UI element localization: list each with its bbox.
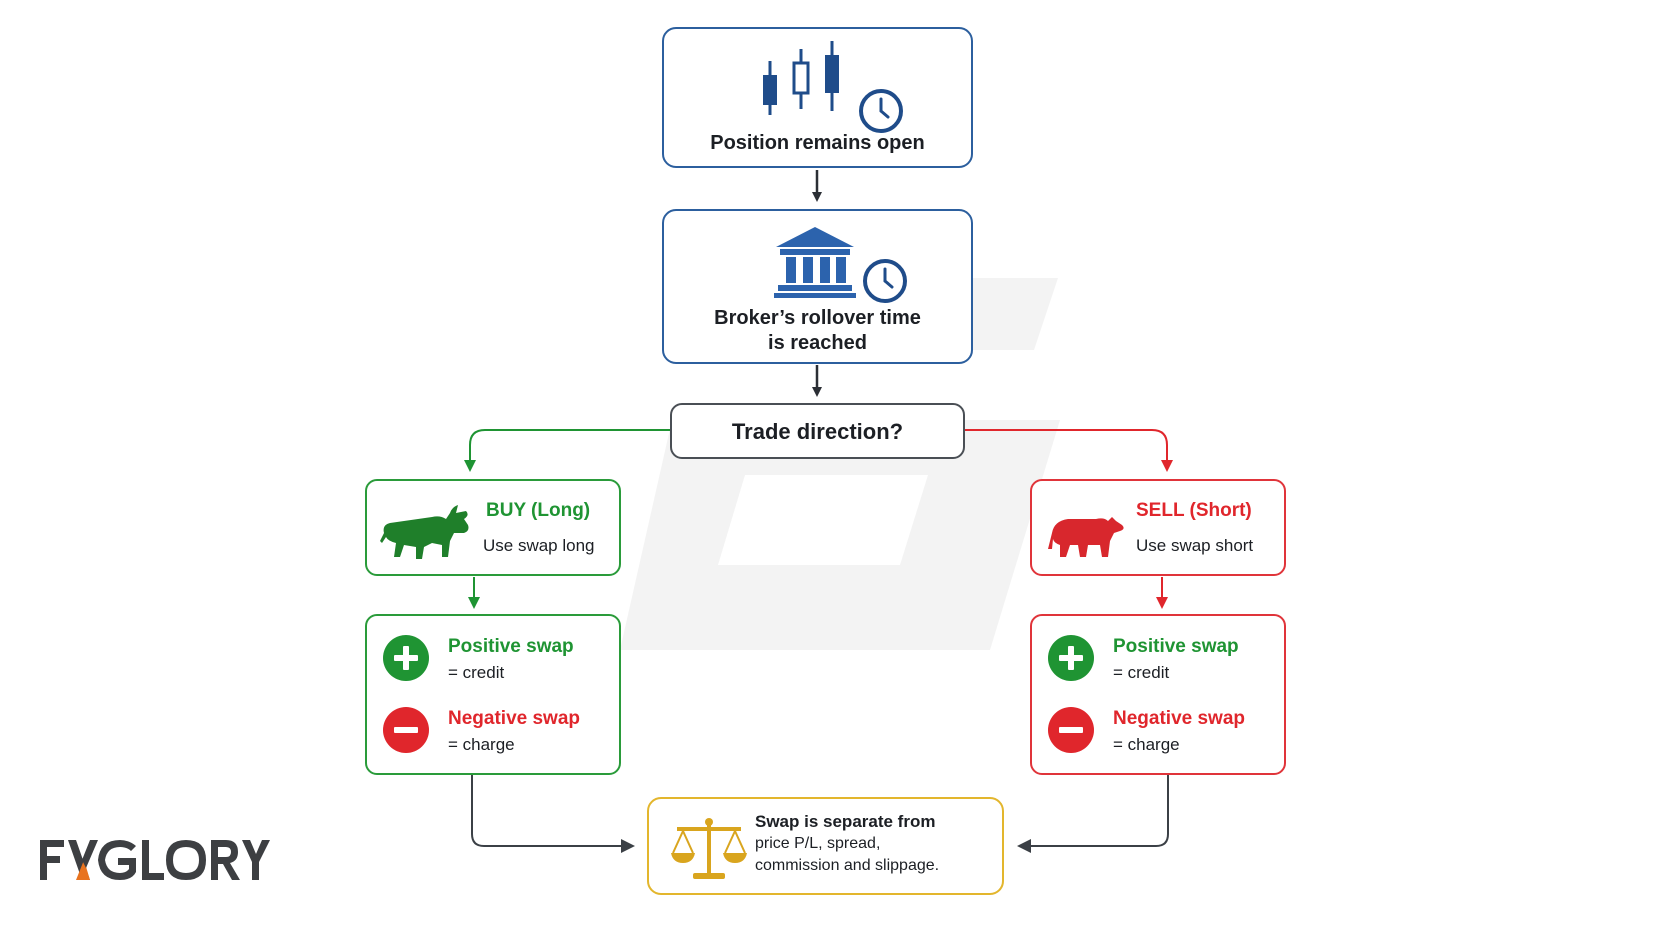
- arrow-sell-outcomes-to-note: [1017, 775, 1169, 853]
- swap-note-line2: price P/L, spread,: [755, 835, 881, 852]
- node-rollover-time: Broker’s rollover time is reached: [662, 209, 973, 364]
- arrow-decision-to-sell: [965, 429, 1173, 472]
- node-buy-long: BUY (Long) Use swap long: [365, 479, 621, 576]
- bull-icon: [380, 505, 469, 559]
- swap-note-line3: commission and slippage.: [755, 857, 940, 874]
- minus-circle-icon: [383, 707, 429, 753]
- sell-positive-swap-sub: = credit: [1113, 663, 1170, 682]
- clock-icon: [859, 89, 903, 133]
- plus-circle-icon: [1048, 635, 1094, 681]
- arrow-buy-outcomes-to-note: [471, 775, 635, 853]
- buy-positive-swap-sub: = credit: [448, 663, 505, 682]
- node-position-open: Position remains open: [662, 27, 973, 168]
- sell-negative-swap-sub: = charge: [1113, 735, 1180, 754]
- minus-circle-icon: [1048, 707, 1094, 753]
- node-sell-short: SELL (Short) Use swap short: [1030, 479, 1286, 576]
- node-trade-direction-label: Trade direction?: [731, 419, 904, 444]
- scales-icon: [671, 818, 747, 879]
- node-trade-direction: Trade direction?: [670, 403, 965, 459]
- sell-short-title: SELL (Short): [1136, 500, 1252, 521]
- node-rollover-line1: Broker’s rollover time: [714, 307, 921, 329]
- fxglory-logo: [40, 840, 270, 880]
- clock-icon: [863, 259, 907, 303]
- swap-note-text: Swap is separate from price P/L, spread,…: [755, 811, 939, 877]
- node-buy-outcomes: Positive swap = credit Negative swap = c…: [365, 614, 621, 775]
- buy-negative-swap-sub: = charge: [448, 735, 515, 754]
- buy-long-subtitle: Use swap long: [483, 536, 595, 555]
- arrow-decision-to-buy: [464, 429, 670, 472]
- sell-positive-swap-title: Positive swap: [1113, 636, 1239, 657]
- buy-negative-swap-title: Negative swap: [448, 708, 580, 729]
- sell-negative-swap-title: Negative swap: [1113, 708, 1245, 729]
- node-swap-note: Swap is separate from price P/L, spread,…: [647, 797, 1004, 895]
- node-rollover-line2: is reached: [768, 332, 867, 354]
- node-sell-outcomes: Positive swap = credit Negative swap = c…: [1030, 614, 1286, 775]
- sell-short-subtitle: Use swap short: [1136, 536, 1254, 555]
- plus-circle-icon: [383, 635, 429, 681]
- node-position-open-label: Position remains open: [710, 132, 925, 154]
- candlestick-icon: [763, 41, 839, 115]
- swap-note-line1: Swap is separate from: [755, 812, 936, 831]
- buy-positive-swap-title: Positive swap: [448, 636, 574, 657]
- bank-icon: [774, 227, 856, 298]
- buy-long-title: BUY (Long): [486, 500, 591, 521]
- bear-icon: [1048, 517, 1124, 557]
